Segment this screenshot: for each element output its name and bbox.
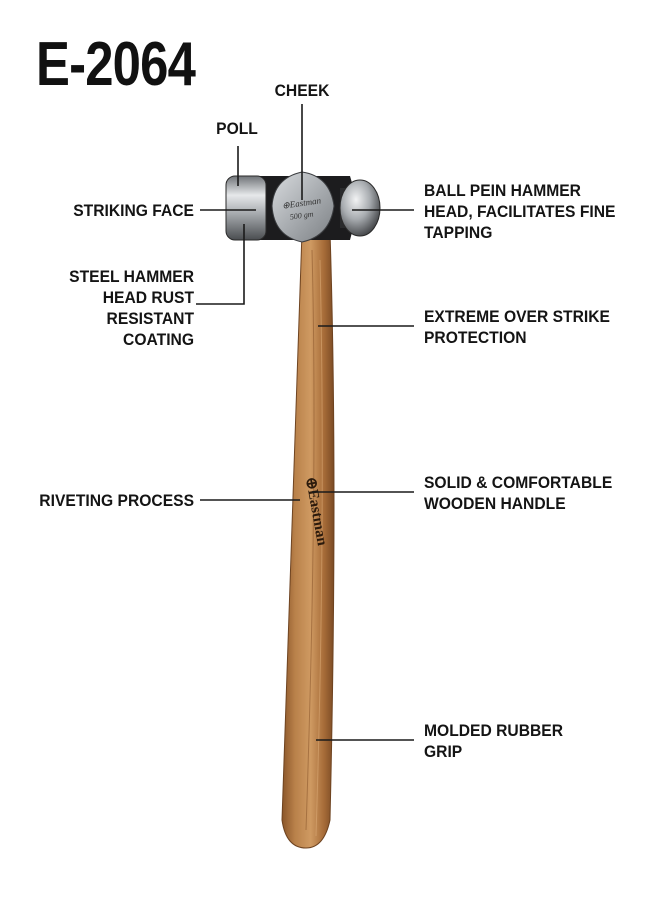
wooden-handle	[281, 231, 335, 849]
label-over-strike: EXTREME OVER STRIKE PROTECTION	[424, 307, 610, 347]
label-riveting: RIVETING PROCESS	[39, 491, 194, 510]
leader-lines	[196, 104, 414, 741]
label-cheek: CHEEK	[274, 81, 330, 100]
page-title: E-2064	[36, 30, 196, 99]
cheek-weight: 500 gm	[289, 209, 314, 221]
label-ball-pein: BALL PEIN HAMMER HEAD, FACILITATES FINE …	[424, 181, 616, 242]
label-poll: POLL	[216, 119, 258, 138]
striking-face	[225, 175, 267, 241]
label-wooden-handle: SOLID & COMFORTABLE WOODEN HANDLE	[424, 473, 613, 513]
ball-pein	[339, 179, 381, 237]
label-steel-coating: STEEL HAMMER HEAD RUST RESISTANT COATING	[69, 267, 194, 349]
label-rubber-grip: MOLDED RUBBER GRIP	[424, 721, 564, 761]
label-striking-face: STRIKING FACE	[73, 201, 194, 220]
cheek-plate	[271, 171, 335, 243]
